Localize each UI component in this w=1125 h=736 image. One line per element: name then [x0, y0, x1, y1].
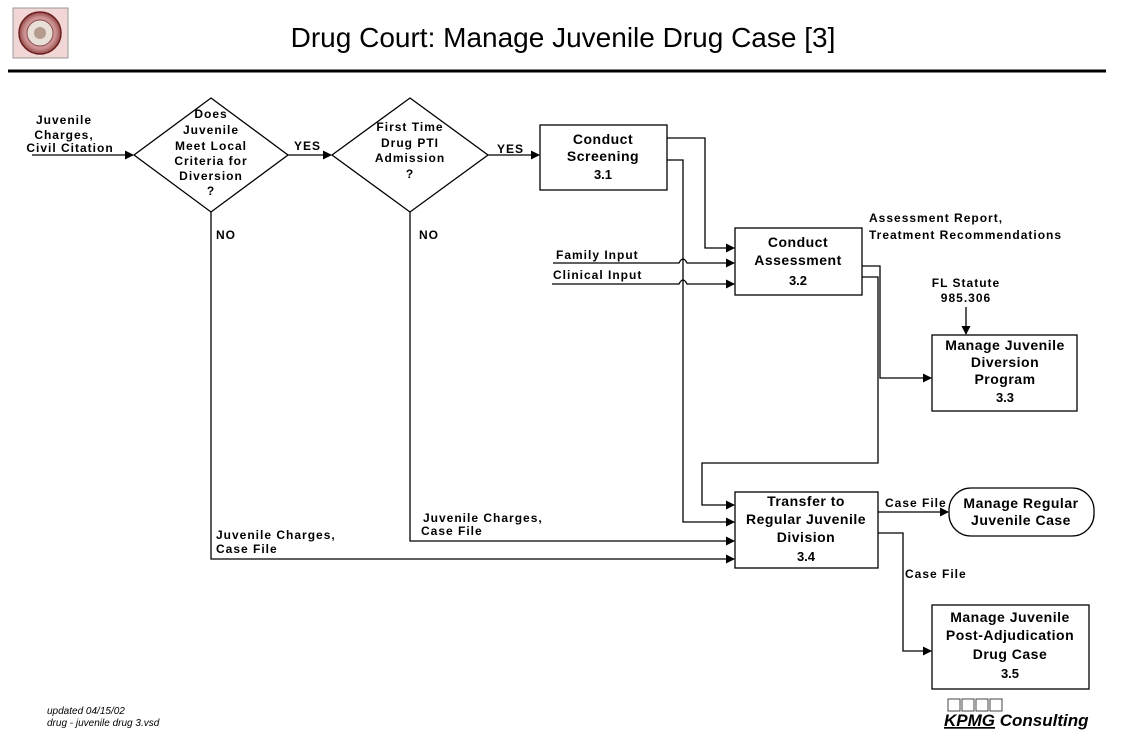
court-seal-logo [12, 7, 69, 59]
screening-to-transfer-arrow [667, 159, 735, 527]
footer-filename: drug - juvenile drug 3.vsd [47, 718, 160, 729]
no-label-2: NO [419, 228, 439, 242]
case-file-label-1: Case File [216, 542, 278, 556]
svg-text:?: ? [406, 167, 414, 181]
process-3-4-line-2: Regular Juvenile [746, 511, 866, 527]
svg-text:?: ? [207, 184, 215, 198]
process-3-5-manage-post-adjudication [931, 604, 1090, 690]
transfer-to-post-adjudication-arrow [878, 532, 932, 656]
svg-text:Juvenile: Juvenile [36, 113, 92, 127]
terminal-line-1: Manage Regular [963, 495, 1078, 511]
case-file-label-3: Case File [885, 496, 947, 510]
start-input-label: Juvenile Charges, Civil Citation [26, 113, 113, 155]
process-3-1-line-2: Screening [567, 148, 639, 164]
assessment-report-label: Assessment Report, [869, 211, 1003, 225]
yes-label-2: YES [497, 142, 524, 156]
process-3-1-line-1: Conduct [573, 131, 633, 147]
yes-label-1: YES [294, 139, 321, 153]
process-3-5-line-2: Post-Adjudication [946, 627, 1074, 643]
no-path-1-arrow [210, 212, 735, 564]
juvenile-charges-label-2: Juvenile Charges, [423, 511, 543, 525]
fl-statute-label: FL Statute [932, 276, 1000, 290]
page-title: Drug Court: Manage Juvenile Drug Case [3… [291, 22, 836, 53]
svg-text:Civil Citation: Civil Citation [26, 141, 113, 155]
svg-text:Does: Does [194, 107, 227, 121]
svg-text:Drug PTI: Drug PTI [381, 136, 439, 150]
process-3-2-line-2: Assessment [754, 252, 842, 268]
process-3-2-conduct-assessment [734, 227, 863, 296]
svg-text:Criteria for: Criteria for [174, 154, 247, 168]
process-3-3-manage-diversion-program [931, 334, 1078, 412]
process-3-1-conduct-screening [539, 124, 668, 191]
svg-text:Charges,: Charges, [34, 128, 93, 142]
process-3-5-line-3: Drug Case [973, 646, 1048, 662]
svg-text:Diversion: Diversion [179, 169, 243, 183]
terminal-line-2: Juvenile Case [971, 512, 1071, 528]
process-3-3-line-1: Manage Juvenile [945, 337, 1065, 353]
process-3-2-line-1: Conduct [768, 234, 828, 250]
kpmg-logo-boxes [947, 698, 1003, 712]
process-3-3-number: 3.3 [996, 390, 1014, 405]
assessment-to-transfer-arrow [701, 276, 879, 510]
juvenile-charges-label-1: Juvenile Charges, [216, 528, 336, 542]
process-3-1-number: 3.1 [594, 167, 612, 182]
process-3-5-number: 3.5 [1001, 666, 1019, 681]
case-file-label-4: Case File [905, 567, 967, 581]
treatment-recommendations-label: Treatment Recommendations [869, 228, 1062, 242]
footer-updated: updated 04/15/02 [47, 706, 125, 717]
no-label-1: NO [216, 228, 236, 242]
terminal-manage-regular-juvenile-case [948, 487, 1095, 537]
svg-text:Juvenile: Juvenile [183, 123, 239, 137]
decision-local-criteria-text: Does Juvenile Meet Local Criteria for Di… [174, 107, 247, 198]
svg-text:Admission: Admission [375, 151, 445, 165]
svg-text:First Time: First Time [376, 120, 443, 134]
process-3-4-transfer-regular-division [734, 491, 879, 569]
process-3-5-line-1: Manage Juvenile [950, 609, 1070, 625]
no-path-2-arrow [409, 212, 735, 546]
fl-statute-number: 985.306 [941, 291, 991, 305]
assessment-to-diversion-arrow [862, 265, 932, 383]
decision-first-time-pti-text: First Time Drug PTI Admission ? [375, 120, 445, 181]
case-file-label-2: Case File [421, 524, 483, 538]
process-3-4-number: 3.4 [797, 549, 816, 564]
process-3-3-line-3: Program [974, 371, 1035, 387]
family-input-label: Family Input [556, 248, 639, 262]
kpmg-consulting-brand: KPMG Consulting [944, 711, 1089, 730]
process-3-2-number: 3.2 [789, 273, 807, 288]
screening-to-assessment-arrow [667, 137, 735, 253]
svg-text:Meet Local: Meet Local [175, 139, 247, 153]
clinical-input-label: Clinical Input [553, 268, 642, 282]
process-3-4-line-1: Transfer to [767, 493, 845, 509]
process-3-3-line-2: Diversion [971, 354, 1039, 370]
process-3-4-line-3: Division [777, 529, 835, 545]
